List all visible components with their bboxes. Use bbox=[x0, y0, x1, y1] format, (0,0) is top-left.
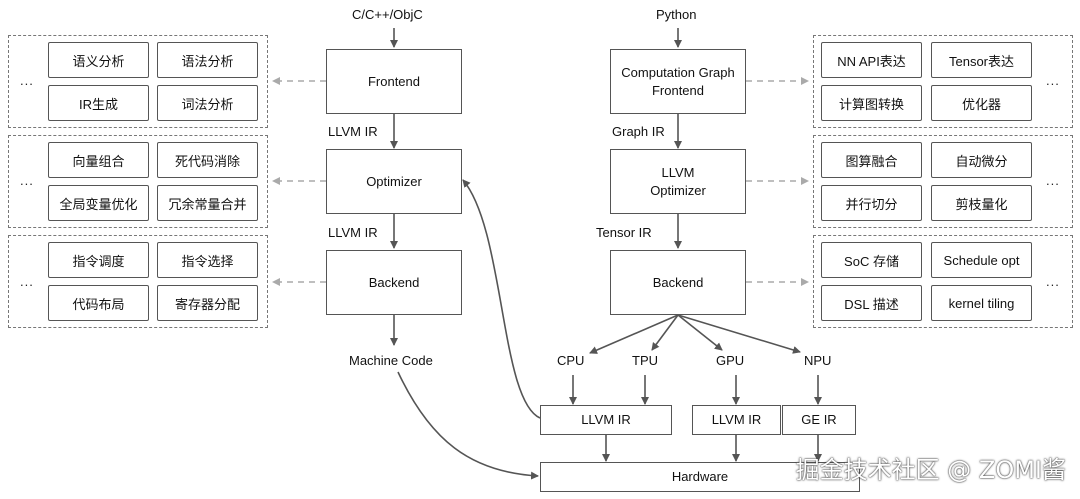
right-group-frontend bbox=[813, 35, 1073, 128]
chip-vector-combine: 向量组合 bbox=[48, 142, 149, 178]
chip-dead-code-elim: 死代码消除 bbox=[157, 142, 258, 178]
hardware-box: Hardware bbox=[540, 462, 860, 492]
chip-tensor-expr: Tensor表达 bbox=[931, 42, 1032, 78]
right-llvm-optimizer-box: LLVM Optimizer bbox=[610, 149, 746, 214]
right-cg-frontend-line2: Frontend bbox=[651, 82, 705, 98]
target-cpu-label: CPU bbox=[557, 353, 585, 368]
chip-soc-storage: SoC 存储 bbox=[821, 242, 922, 278]
arrow-backend-to-gpu bbox=[677, 314, 723, 351]
left-group-ellipsis: ... bbox=[20, 274, 34, 289]
left-input-label: C/C++/ObjC bbox=[352, 7, 423, 22]
chip-graph-transform: 计算图转换 bbox=[821, 85, 922, 121]
right-group-ellipsis: ... bbox=[1046, 73, 1060, 88]
target-tpu-label: TPU bbox=[632, 353, 658, 368]
chip-semantic-analysis: 语义分析 bbox=[48, 42, 149, 78]
right-ir2-label: Tensor IR bbox=[596, 225, 652, 240]
left-output-label: Machine Code bbox=[349, 353, 433, 368]
target-npu-label: NPU bbox=[804, 353, 832, 368]
right-backend-box: Backend bbox=[610, 250, 746, 315]
ir-box-llvm-1: LLVM IR bbox=[540, 405, 672, 435]
left-ir2-label: LLVM IR bbox=[328, 225, 378, 240]
watermark-text: 掘金技术社区 @ ZOMI酱 bbox=[795, 456, 1066, 484]
chip-lexical-analysis: 词法分析 bbox=[157, 85, 258, 121]
chip-code-layout: 代码布局 bbox=[48, 285, 149, 321]
arrow-backend-to-cpu bbox=[589, 314, 679, 354]
right-group-backend bbox=[813, 235, 1073, 328]
chip-instruction-scheduling: 指令调度 bbox=[48, 242, 149, 278]
right-group-ellipsis: ... bbox=[1046, 274, 1060, 289]
arrow-machinecode-to-hardware bbox=[397, 371, 539, 480]
arrow-backend-to-npu bbox=[677, 314, 801, 354]
chip-auto-diff: 自动微分 bbox=[931, 142, 1032, 178]
chip-prune-quant: 剪枝量化 bbox=[931, 185, 1032, 221]
chip-graph-kernel-fusion: 图算融合 bbox=[821, 142, 922, 178]
left-frontend-box: Frontend bbox=[326, 49, 462, 114]
left-group-frontend bbox=[8, 35, 268, 128]
chip-schedule-opt: Schedule opt bbox=[931, 242, 1032, 278]
left-ir1-label: LLVM IR bbox=[328, 124, 378, 139]
left-backend-box: Backend bbox=[326, 250, 462, 315]
left-group-optimizer bbox=[8, 135, 268, 228]
right-group-optimizer bbox=[813, 135, 1073, 228]
right-group-ellipsis: ... bbox=[1046, 173, 1060, 188]
right-llvm-optimizer-line2: Optimizer bbox=[650, 182, 706, 198]
right-input-label: Python bbox=[656, 7, 697, 22]
chip-dsl-desc: DSL 描述 bbox=[821, 285, 922, 321]
arrow-backend-to-tpu bbox=[651, 314, 679, 351]
target-gpu-label: GPU bbox=[716, 353, 745, 368]
chip-kernel-tiling: kernel tiling bbox=[931, 285, 1032, 321]
left-group-ellipsis: ... bbox=[20, 173, 34, 188]
left-group-ellipsis: ... bbox=[20, 73, 34, 88]
arrow-llvmir-to-optimizer bbox=[462, 179, 541, 419]
left-group-backend bbox=[8, 235, 268, 328]
right-cg-frontend-line1: Computation Graph bbox=[621, 64, 735, 80]
chip-redundant-const-merge: 冗余常量合并 bbox=[157, 185, 258, 221]
ir-box-llvm-2: LLVM IR bbox=[692, 405, 781, 435]
chip-instruction-selection: 指令选择 bbox=[157, 242, 258, 278]
chip-optimizer: 优化器 bbox=[931, 85, 1032, 121]
chip-register-allocation: 寄存器分配 bbox=[157, 285, 258, 321]
right-ir1-label: Graph IR bbox=[612, 124, 665, 139]
right-cg-frontend-box: Computation Graph Frontend bbox=[610, 49, 746, 114]
chip-global-var-opt: 全局变量优化 bbox=[48, 185, 149, 221]
chip-syntax-analysis: 语法分析 bbox=[157, 42, 258, 78]
chip-ir-generation: IR生成 bbox=[48, 85, 149, 121]
left-optimizer-box: Optimizer bbox=[326, 149, 462, 214]
ir-box-ge: GE IR bbox=[782, 405, 856, 435]
chip-parallel-split: 并行切分 bbox=[821, 185, 922, 221]
chip-nn-api: NN API表达 bbox=[821, 42, 922, 78]
right-llvm-optimizer-line1: LLVM bbox=[661, 164, 695, 180]
